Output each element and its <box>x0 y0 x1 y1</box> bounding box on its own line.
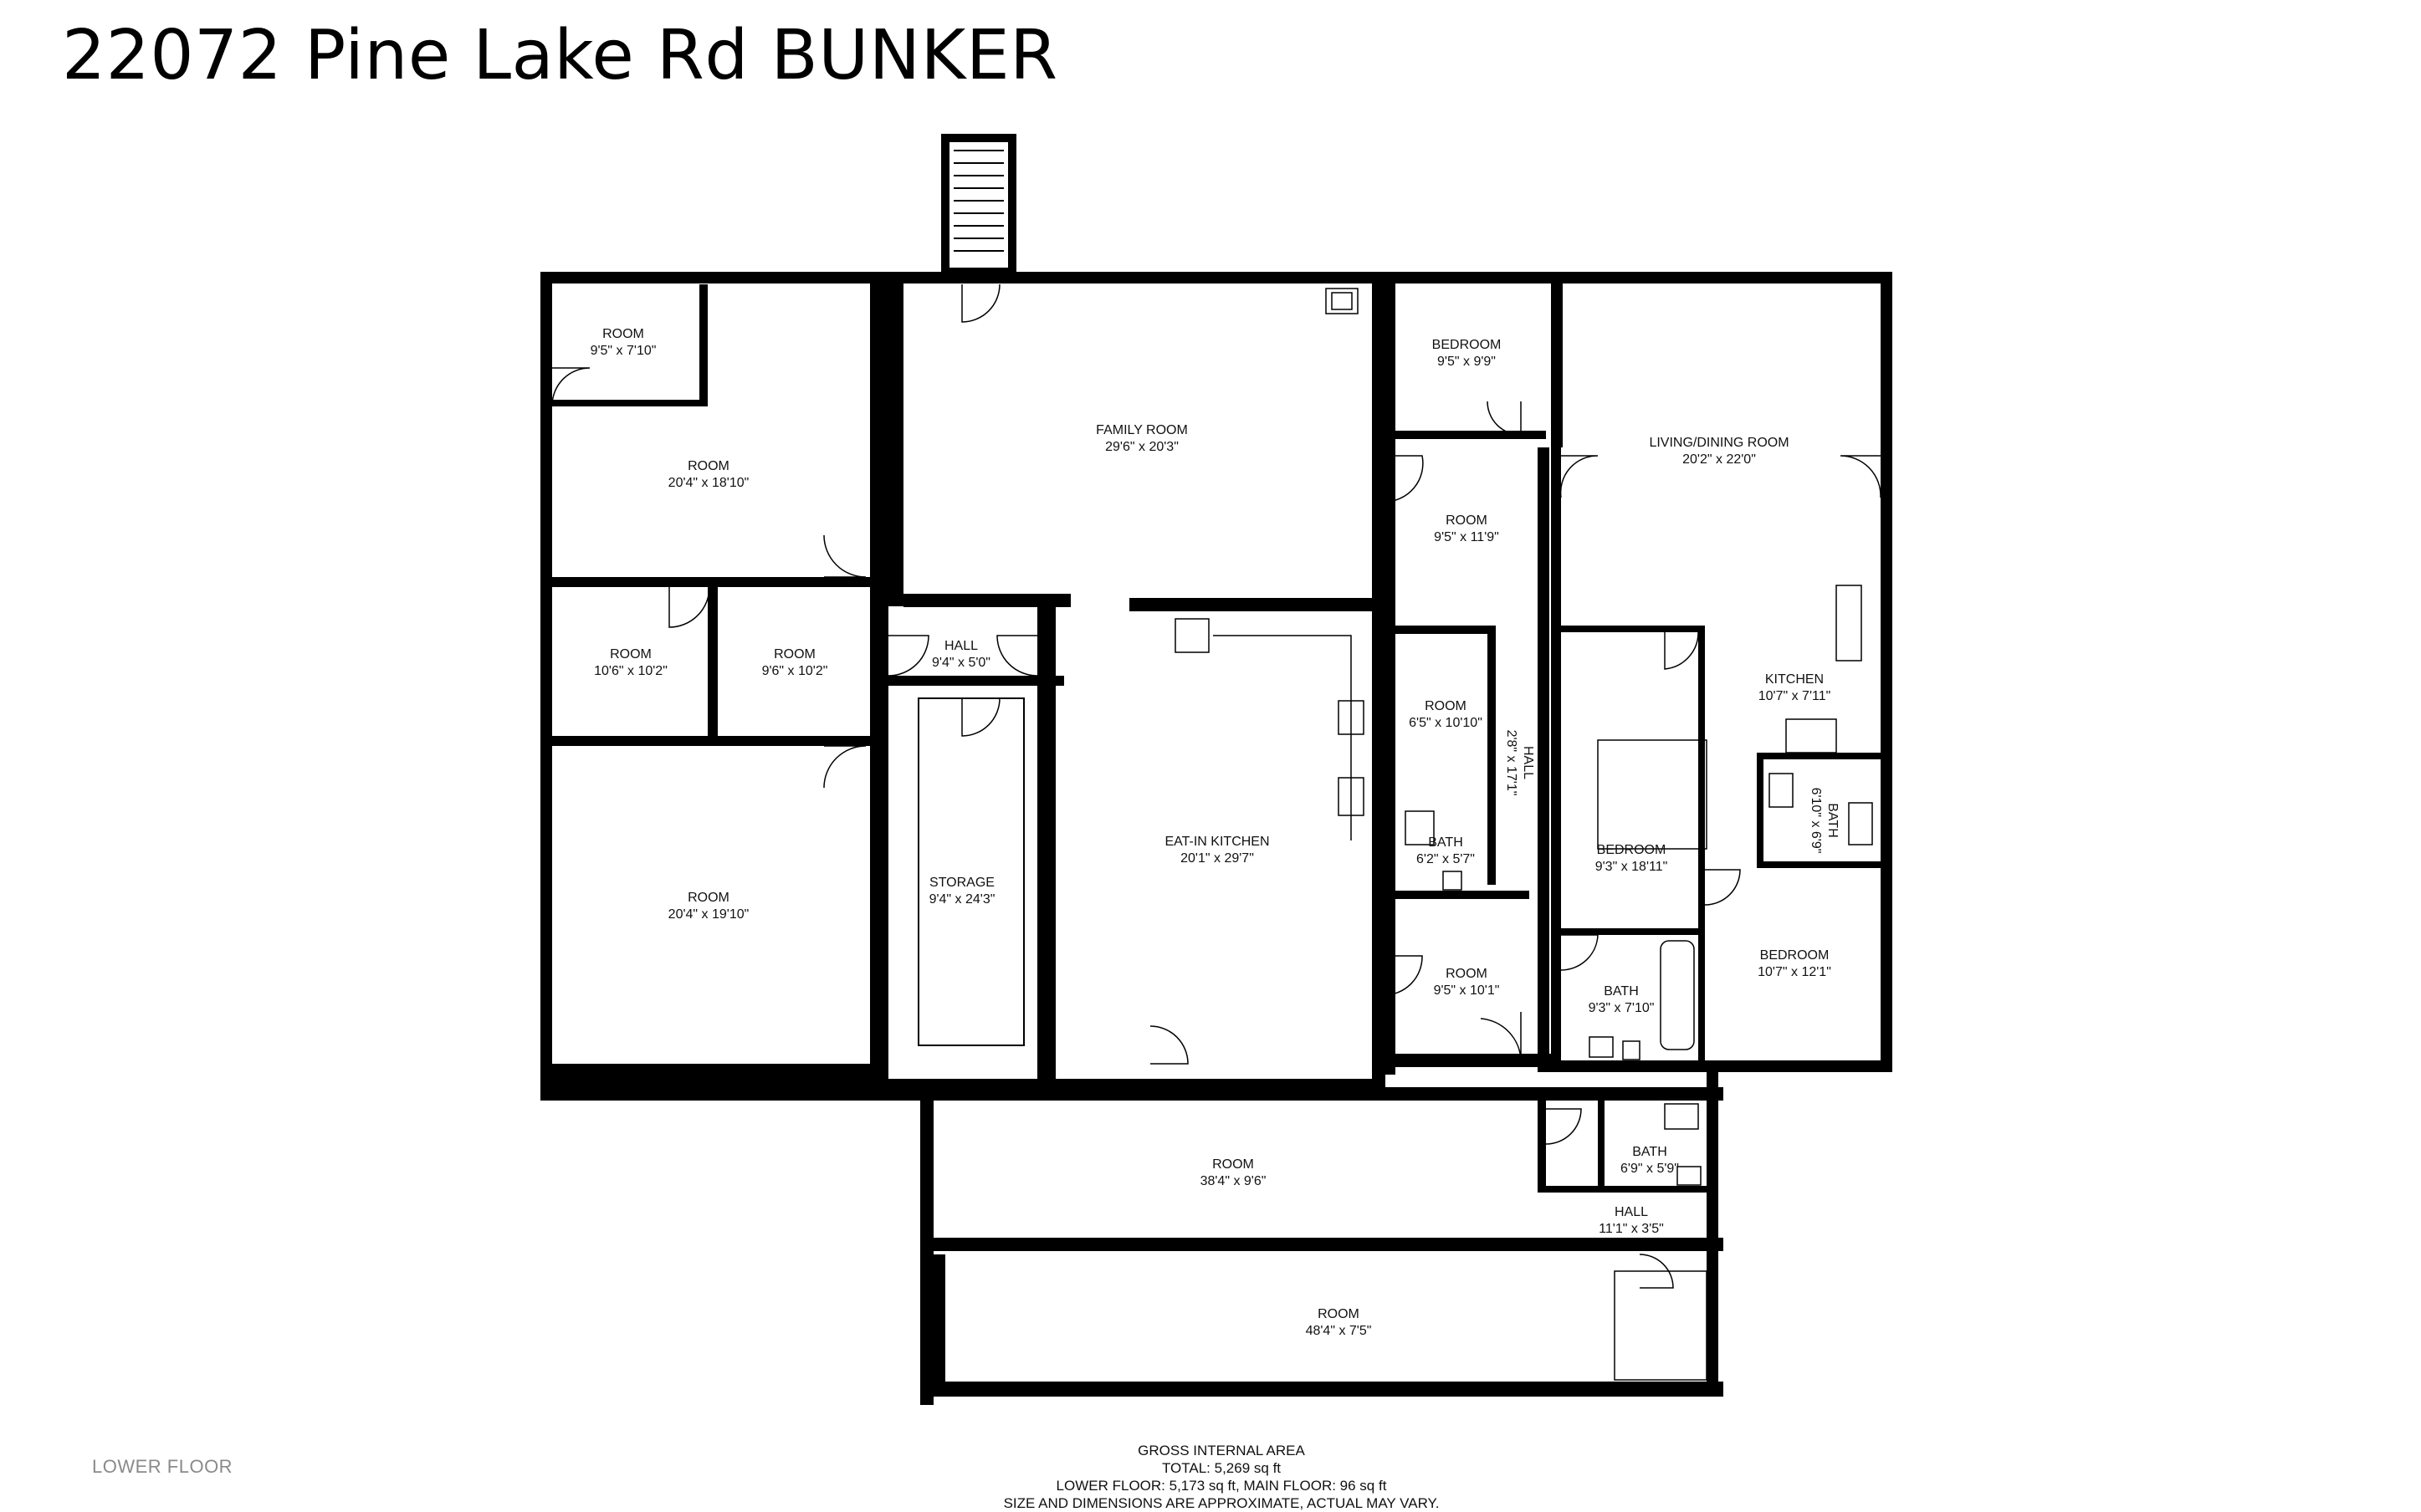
area-heading: GROSS INTERNAL AREA <box>1138 1443 1305 1458</box>
area-disclaimer: SIZE AND DIMENSIONS ARE APPROXIMATE, ACT… <box>1003 1495 1440 1511</box>
area-floors: LOWER FLOOR: 5,173 sq ft, MAIN FLOOR: 96… <box>1056 1478 1387 1494</box>
plan-title: 22072 Pine Lake Rd BUNKER <box>62 16 1058 95</box>
floor-name: LOWER FLOOR <box>92 1456 233 1477</box>
walls <box>540 134 1892 1405</box>
area-total: TOTAL: 5,269 sq ft <box>1161 1460 1282 1476</box>
area-summary: GROSS INTERNAL AREA TOTAL: 5,269 sq ft L… <box>1004 1442 1440 1512</box>
